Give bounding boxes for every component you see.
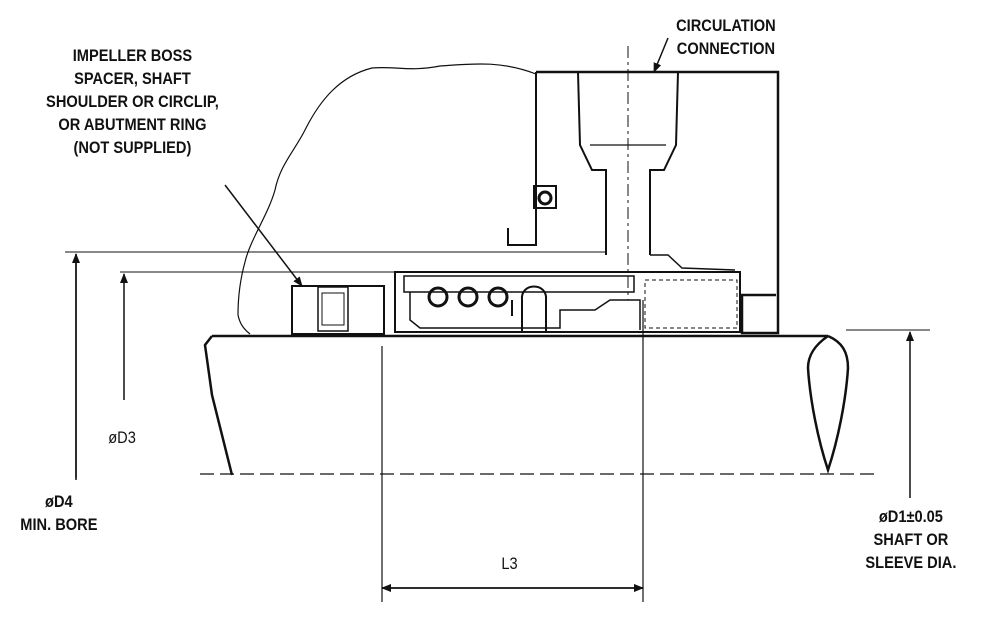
d1-line-2: SHAFT OR (873, 530, 949, 549)
abutment-ring (291, 285, 385, 335)
impeller-line-2: SPACER, SHAFT (74, 69, 191, 88)
impeller-line-5: (NOT SUPPLIED) (73, 138, 192, 157)
shaft-outline (203, 334, 850, 476)
l3-label: L3 (501, 554, 518, 573)
d1-line-3: SLEEVE DIA. (865, 553, 957, 572)
circulation-connection-label: CIRCULATION CONNECTION (676, 14, 776, 60)
impeller-line-4: OR ABUTMENT RING (58, 115, 207, 134)
seal-body (394, 271, 741, 333)
d4-line-2: MIN. BORE (20, 515, 98, 534)
d3-label: øD3 (108, 428, 136, 447)
circulation-line-2: CONNECTION (676, 39, 776, 58)
impeller-line-3: SHOULDER OR CIRCLIP, (46, 92, 219, 111)
d1-line-1: øD1±0.05 (878, 507, 943, 526)
d4-min-bore-label: øD4 MIN. BORE (20, 490, 97, 536)
impeller-line-1: IMPELLER BOSS (72, 46, 193, 65)
d1-shaft-dia-label: øD1±0.05 SHAFT OR SLEEVE DIA. (865, 505, 956, 574)
circulation-port (577, 71, 679, 255)
circulation-line-1: CIRCULATION (676, 16, 776, 35)
gland-housing (536, 70, 780, 335)
impeller-boss-label: IMPELLER BOSS SPACER, SHAFT SHOULDER OR … (46, 44, 219, 159)
break-line (237, 63, 537, 335)
d4-line-1: øD4 (45, 492, 73, 511)
